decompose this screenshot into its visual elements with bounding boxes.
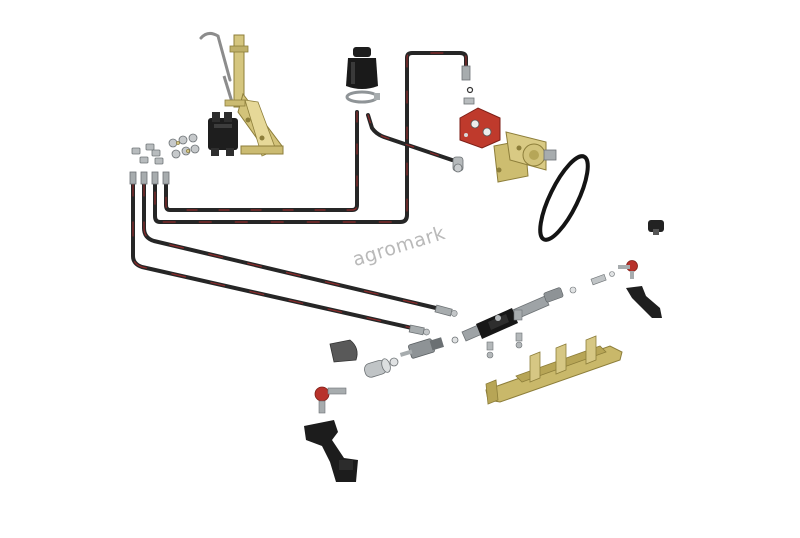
- drive-belt: [538, 154, 590, 242]
- pivot-bushing: [648, 220, 664, 235]
- pump-mount-bracket: [493, 131, 557, 183]
- power-steering-pump: [452, 86, 501, 173]
- axle-mount-plate: [485, 335, 623, 405]
- steering-arms: [304, 286, 662, 482]
- steering-mount-bracket: [199, 31, 284, 157]
- tie-rod-ends: [314, 260, 638, 414]
- hose-fittings: [129, 65, 471, 336]
- control-valve-block: [208, 112, 238, 156]
- oil-reservoir: [345, 47, 380, 104]
- fittings-and-nuts: [131, 133, 200, 165]
- hydraulic-cylinder: [461, 295, 550, 359]
- hydraulic-hoses: [131, 51, 468, 330]
